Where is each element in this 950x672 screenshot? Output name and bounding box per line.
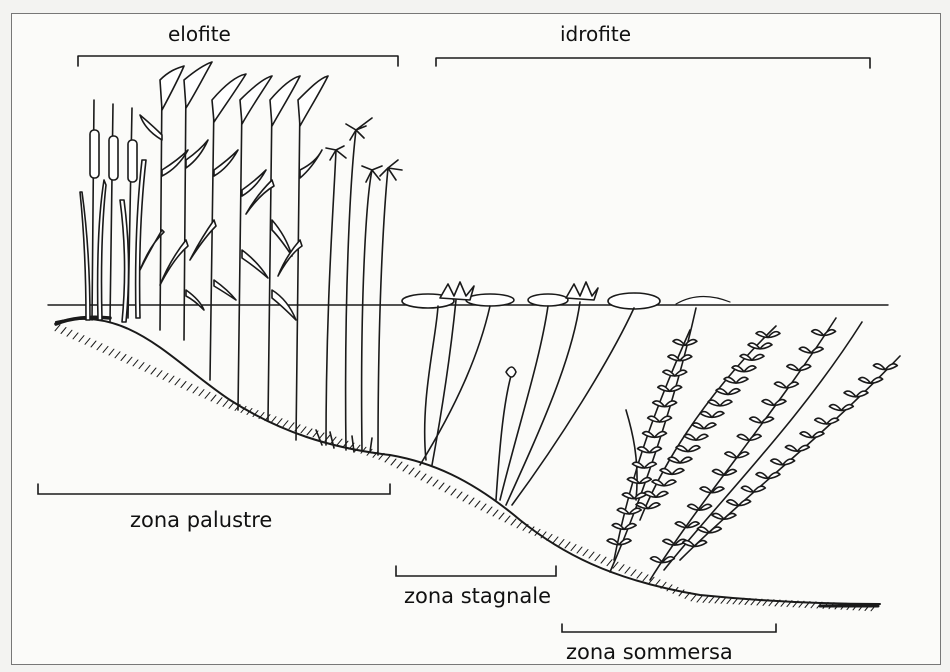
zona-palustre-label: zona palustre xyxy=(130,508,272,532)
zona-stagnale-label: zona stagnale xyxy=(404,584,551,608)
zona-sommersa-bracket xyxy=(562,624,776,632)
zona-sommersa-label: zona sommersa xyxy=(566,640,733,664)
zona-stagnale-bracket xyxy=(396,566,556,576)
zona-palustre-bracket xyxy=(38,484,390,494)
